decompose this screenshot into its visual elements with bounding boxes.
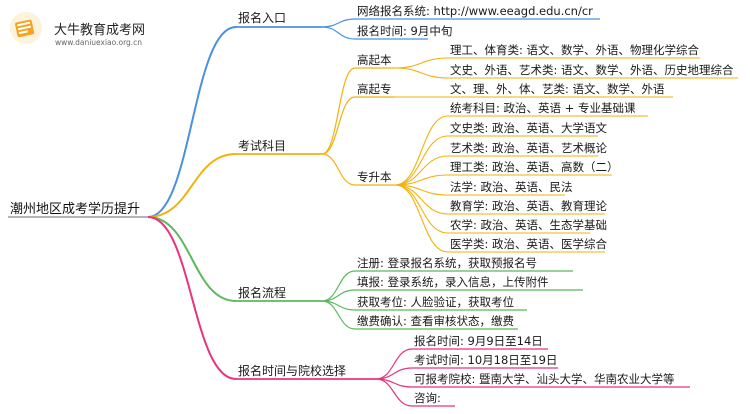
zsb-item: 理工类: 政治、英语、高数（二） bbox=[450, 160, 619, 174]
process-step: 注册: 登录报名系统，获取预报名号 bbox=[357, 256, 538, 270]
node-gaoqiben: 高起本 bbox=[357, 53, 392, 67]
zsb-item: 教育学: 政治、英语、教育理论 bbox=[450, 199, 608, 213]
time-school-item: 可报考院校: 暨南大学、汕头大学、华南农业大学等 bbox=[414, 372, 675, 386]
zsb-item: 农学: 政治、英语、生态学基础 bbox=[450, 218, 608, 232]
zsb-item: 艺术类: 政治、英语、艺术概论 bbox=[450, 141, 608, 155]
branch-exam-subjects: 考试科目 bbox=[238, 139, 287, 153]
branch-signup-process: 报名流程 bbox=[238, 286, 287, 300]
zsb-item: 医学类: 政治、英语、医学综合 bbox=[450, 237, 608, 251]
gaoqiben-item: 文史、外语、艺术类: 语文、数学、外语、历史地理综合 bbox=[450, 63, 734, 77]
node-zhuanshengben: 专升本 bbox=[357, 170, 392, 184]
signup-system-url[interactable]: 网络报名系统: http://www.eeagd.edu.cn/cr bbox=[357, 4, 593, 18]
process-step: 获取考位: 人脸验证，获取考位 bbox=[357, 295, 515, 309]
zsb-item: 法学: 政治、英语、民法 bbox=[450, 180, 573, 194]
brand-logo: 大牛教育成考网 www.daniuexiao.org.cn bbox=[8, 8, 208, 50]
branch-signup-entry: 报名入口 bbox=[238, 11, 287, 25]
gaoqizhuan-item: 文、理、外、体、艺类: 语文、数学、外语 bbox=[450, 82, 665, 96]
zsb-item: 文史类: 政治、英语、大学语文 bbox=[450, 121, 608, 135]
time-school-item: 咨询: bbox=[414, 391, 441, 405]
gaoqiben-item: 理工、体育类: 语文、数学、外语、物理化学综合 bbox=[450, 43, 700, 57]
branch-time-school: 报名时间与院校选择 bbox=[238, 364, 347, 378]
node-gaoqizhuan: 高起专 bbox=[357, 82, 392, 96]
brand-url: www.daniuexiao.org.cn bbox=[55, 38, 143, 47]
book-icon bbox=[10, 12, 42, 44]
time-school-item: 报名时间: 9月9日至14日 bbox=[414, 334, 543, 348]
process-step: 填报: 登录系统，录入信息，上传附件 bbox=[357, 275, 549, 289]
time-school-item: 考试时间: 10月18日至19日 bbox=[414, 353, 558, 367]
root-node: 潮州地区成考学历提升 bbox=[10, 202, 141, 217]
signup-time: 报名时间: 9月中旬 bbox=[357, 24, 453, 38]
brand-name: 大牛教育成考网 bbox=[54, 23, 146, 38]
zsb-item: 统考科目: 政治、英语 + 专业基础课 bbox=[450, 101, 636, 115]
process-step: 缴费确认: 查看审核状态，缴费 bbox=[357, 314, 515, 328]
